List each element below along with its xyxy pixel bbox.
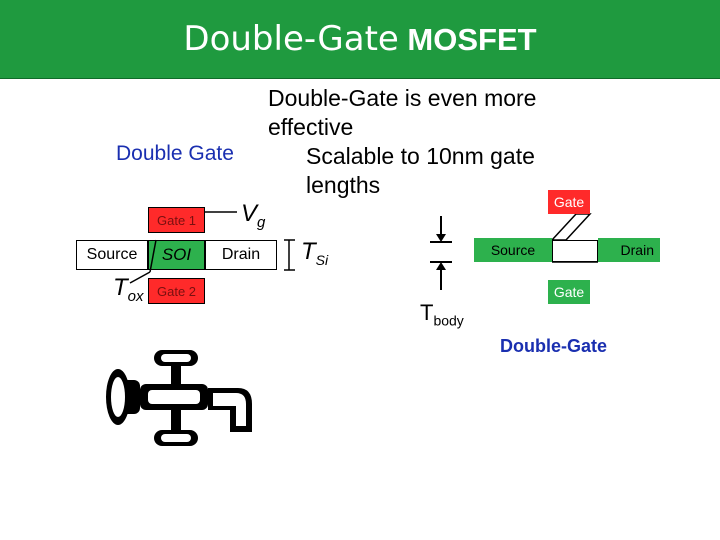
right-drain-box: Drain	[598, 238, 660, 262]
title-banner	[0, 0, 720, 79]
bullet-line-4: lengths	[306, 172, 381, 198]
bullet-line-2: effective	[268, 114, 354, 140]
right-gate-top: Gate	[548, 190, 590, 214]
bullet-line-3: Scalable to 10nm gate	[306, 143, 535, 169]
source-box: Source	[76, 240, 148, 270]
tox-label: Tox	[113, 274, 144, 305]
gate-1-box: Gate 1	[148, 207, 205, 233]
gate-2-box: Gate 2	[148, 278, 205, 304]
drain-box: Drain	[205, 240, 277, 270]
right-caption: Double-Gate	[500, 336, 608, 356]
right-channel-box	[552, 240, 598, 262]
tbody-label: Tbody	[420, 300, 464, 329]
bullet-line-1: Double-Gate is even more	[268, 85, 537, 111]
soi-channel: SOI	[148, 240, 205, 270]
right-source-box: Source	[474, 238, 552, 262]
left-caption: Double Gate	[116, 142, 234, 165]
right-gate-bottom: Gate	[548, 280, 590, 304]
tsi-label: TSi	[301, 238, 329, 268]
faucet-icon	[106, 350, 252, 446]
vg-label: Vg	[241, 200, 266, 231]
page-title: Double-Gate MOSFET	[183, 19, 537, 59]
